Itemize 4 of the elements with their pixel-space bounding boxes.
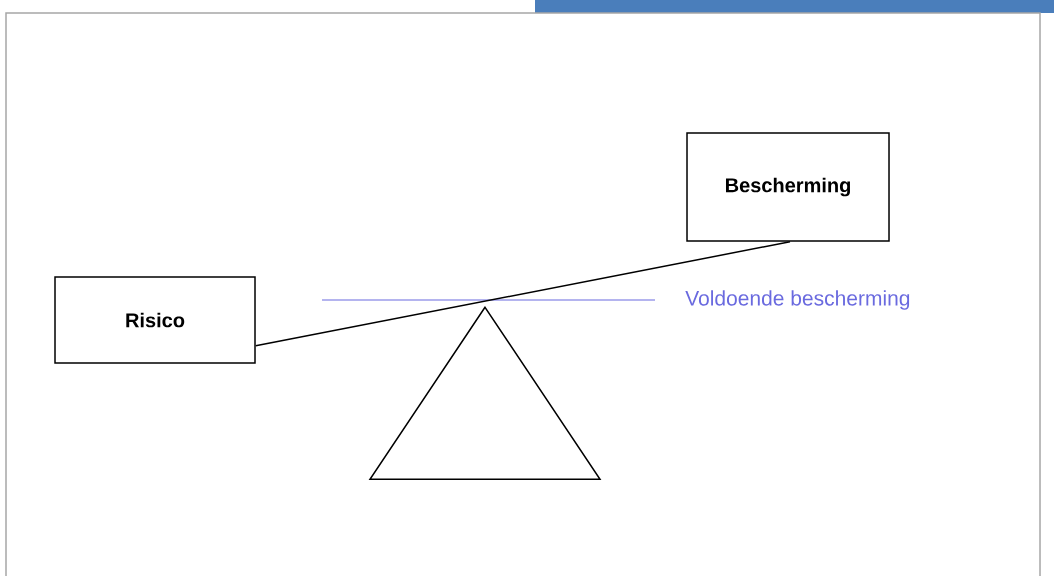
text-box: Bescherming <box>686 132 890 242</box>
text-box: Risico <box>54 276 256 364</box>
seesaw-beam <box>255 241 791 347</box>
level-label: Voldoende bescherming <box>685 290 910 310</box>
